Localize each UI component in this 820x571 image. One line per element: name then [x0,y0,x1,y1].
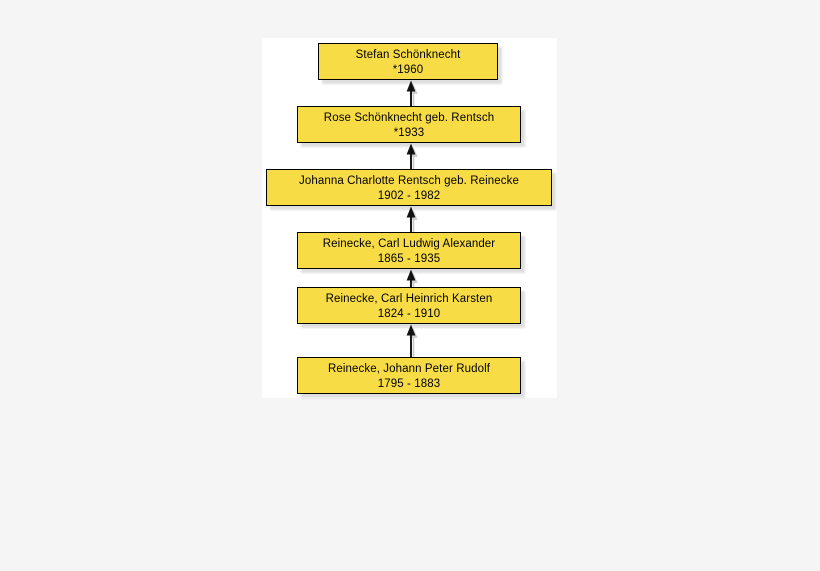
person-dates: 1865 - 1935 [377,253,441,265]
person-dates: *1933 [393,127,425,139]
person-name: Reinecke, Johann Peter Rudolf [327,363,491,375]
person-dates: *1960 [392,64,424,76]
arrow-up-icon [406,206,416,234]
person-name: Reinecke, Carl Heinrich Karsten [325,293,493,305]
person-dates: 1902 - 1982 [377,190,441,202]
person-node-rose-schonknecht[interactable]: Rose Schönknecht geb. Rentsch *1933 [297,106,521,143]
connector-arrow-rose-to-stefan [400,80,424,108]
arrow-up-icon [406,80,416,108]
person-node-carl-heinrich-karsten[interactable]: Reinecke, Carl Heinrich Karsten 1824 - 1… [297,287,521,324]
arrow-up-icon [406,143,416,171]
person-name: Stefan Schönknecht [355,49,461,61]
person-node-johann-peter-rudolf[interactable]: Reinecke, Johann Peter Rudolf 1795 - 188… [297,357,521,394]
person-name: Rose Schönknecht geb. Rentsch [323,112,495,124]
connector-arrow-carlludwig-to-johanna [400,206,424,234]
person-dates: 1824 - 1910 [377,308,441,320]
person-node-johanna-rentsch[interactable]: Johanna Charlotte Rentsch geb. Reinecke … [266,169,552,206]
person-node-stefan-schonknecht[interactable]: Stefan Schönknecht *1960 [318,43,498,80]
person-name: Reinecke, Carl Ludwig Alexander [322,238,496,250]
arrow-up-icon [406,324,416,357]
ancestry-chart-canvas: Stefan Schönknecht *1960 Rose Schönknech… [262,38,557,398]
connector-arrow-johannpeter-to-karsten [400,324,424,357]
person-name: Johanna Charlotte Rentsch geb. Reinecke [299,175,519,187]
connector-arrow-johanna-to-rose [400,143,424,171]
person-node-carl-ludwig-alexander[interactable]: Reinecke, Carl Ludwig Alexander 1865 - 1… [297,232,521,269]
person-dates: 1795 - 1883 [377,378,441,390]
